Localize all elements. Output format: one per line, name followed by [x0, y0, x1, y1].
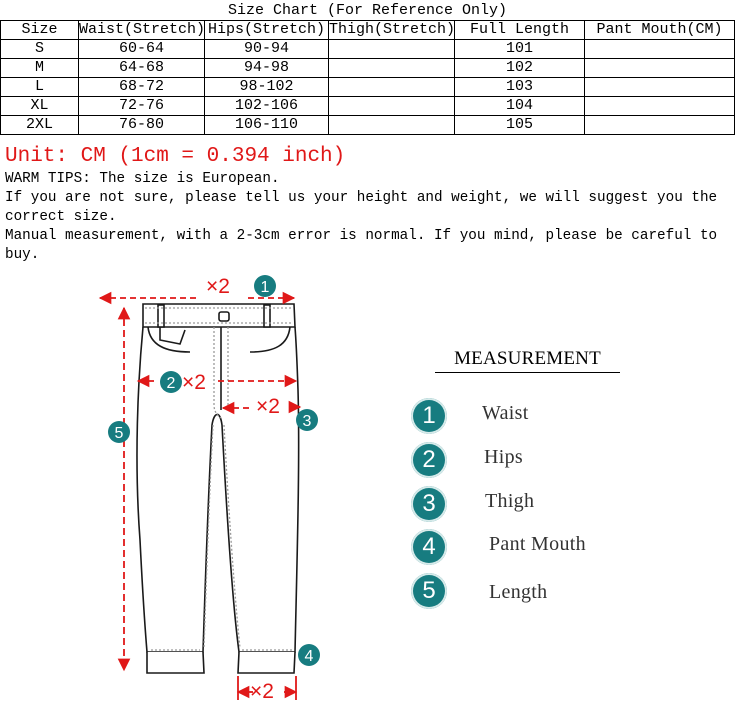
pants-measurement-diagram: ×2 ×2 ×2 ×2 1 2 3 4 5 — [98, 275, 320, 703]
header-pant-mouth: Pant Mouth(CM) — [584, 20, 735, 40]
size-chart-table: Size Chart (For Reference Only) Size Wai… — [0, 0, 735, 135]
table-row: M 64-68 94-98 102 — [0, 58, 735, 78]
cell-full-length: 104 — [454, 96, 585, 116]
measurement-title: MEASUREMENT — [435, 348, 620, 373]
cell-hips: 94-98 — [204, 58, 329, 78]
cell-hips: 106-110 — [204, 115, 329, 135]
cell-hips: 98-102 — [204, 77, 329, 97]
cell-waist: 68-72 — [78, 77, 205, 97]
table-row: 2XL 76-80 106-110 105 — [0, 115, 735, 135]
header-waist: Waist(Stretch) — [78, 20, 205, 40]
diagram-marker-pant-mouth: 4 — [298, 644, 320, 666]
pants-stitching — [145, 307, 292, 651]
marker-number: 2 — [167, 375, 176, 392]
cell-pant-mouth — [584, 115, 735, 135]
header-full-length: Full Length — [454, 20, 585, 40]
cell-thigh — [328, 39, 455, 59]
legend-label: Hips — [484, 446, 523, 468]
table-row: L 68-72 98-102 103 — [0, 77, 735, 97]
diagram-marker-waist: 1 — [254, 275, 276, 297]
legend-label: Waist — [482, 402, 529, 424]
thigh-times-two: ×2 — [256, 395, 280, 418]
legend-number: 5 — [411, 573, 447, 609]
legend-label: Length — [489, 581, 548, 603]
legend-number: 4 — [411, 529, 447, 565]
legend-item-pant-mouth: 4 Pant Mouth — [411, 529, 711, 565]
cell-size: L — [0, 77, 79, 97]
hips-times-two: ×2 — [182, 371, 206, 394]
table-header-row: Size Waist(Stretch) Hips(Stretch) Thigh(… — [0, 20, 735, 40]
measurement-error-note: Manual measurement, with a 2-3cm error i… — [5, 228, 718, 263]
cell-full-length: 105 — [454, 115, 585, 135]
measurement-arrows — [98, 291, 302, 700]
cell-pant-mouth — [584, 58, 735, 78]
waist-times-two: ×2 — [206, 275, 230, 298]
cell-full-length: 101 — [454, 39, 585, 59]
marker-number: 4 — [305, 648, 314, 665]
cell-full-length: 102 — [454, 58, 585, 78]
legend-number: 3 — [411, 486, 447, 522]
size-notes: Unit: CM (1cm = 0.394 inch) WARM TIPS: T… — [5, 144, 733, 265]
cell-thigh — [328, 58, 455, 78]
cell-waist: 60-64 — [78, 39, 205, 59]
header-thigh: Thigh(Stretch) — [328, 20, 455, 40]
cell-size: XL — [0, 96, 79, 116]
cell-size: 2XL — [0, 115, 79, 135]
cell-size: S — [0, 39, 79, 59]
table-row: XL 72-76 102-106 104 — [0, 96, 735, 116]
table-row: S 60-64 90-94 101 — [0, 39, 735, 59]
legend-item-waist: 1 Waist — [411, 398, 711, 434]
pants-illustration — [136, 303, 300, 674]
size-advice: If you are not sure, please tell us your… — [5, 190, 718, 225]
cell-waist: 64-68 — [78, 58, 205, 78]
cell-hips: 90-94 — [204, 39, 329, 59]
legend-label: Thigh — [485, 490, 535, 512]
cell-pant-mouth — [584, 39, 735, 59]
marker-number: 5 — [115, 425, 124, 442]
warm-tips: WARM TIPS: The size is European. — [5, 171, 280, 187]
legend-item-length: 5 Length — [411, 573, 711, 609]
cell-waist: 72-76 — [78, 96, 205, 116]
pant-mouth-times-two: ×2 — [250, 680, 274, 703]
diagram-marker-length: 5 — [108, 421, 130, 443]
marker-number: 3 — [303, 413, 312, 430]
diagram-marker-hips: 2 — [160, 371, 182, 393]
cell-full-length: 103 — [454, 77, 585, 97]
diagram-marker-thigh: 3 — [296, 409, 318, 431]
cell-hips: 102-106 — [204, 96, 329, 116]
size-chart-caption: Size Chart (For Reference Only) — [227, 2, 508, 19]
legend-label: Pant Mouth — [489, 533, 586, 555]
legend-item-thigh: 3 Thigh — [411, 486, 711, 522]
cell-pant-mouth — [584, 77, 735, 97]
marker-number: 1 — [261, 279, 270, 296]
header-size: Size — [0, 20, 79, 40]
legend-item-hips: 2 Hips — [411, 442, 711, 478]
header-hips: Hips(Stretch) — [204, 20, 329, 40]
cell-thigh — [328, 115, 455, 135]
cell-size: M — [0, 58, 79, 78]
cell-pant-mouth — [584, 96, 735, 116]
legend-number: 1 — [411, 398, 447, 434]
cell-thigh — [328, 96, 455, 116]
cell-waist: 76-80 — [78, 115, 205, 135]
cell-thigh — [328, 77, 455, 97]
unit-note: Unit: CM (1cm = 0.394 inch) — [5, 145, 346, 168]
legend-number: 2 — [411, 442, 447, 478]
